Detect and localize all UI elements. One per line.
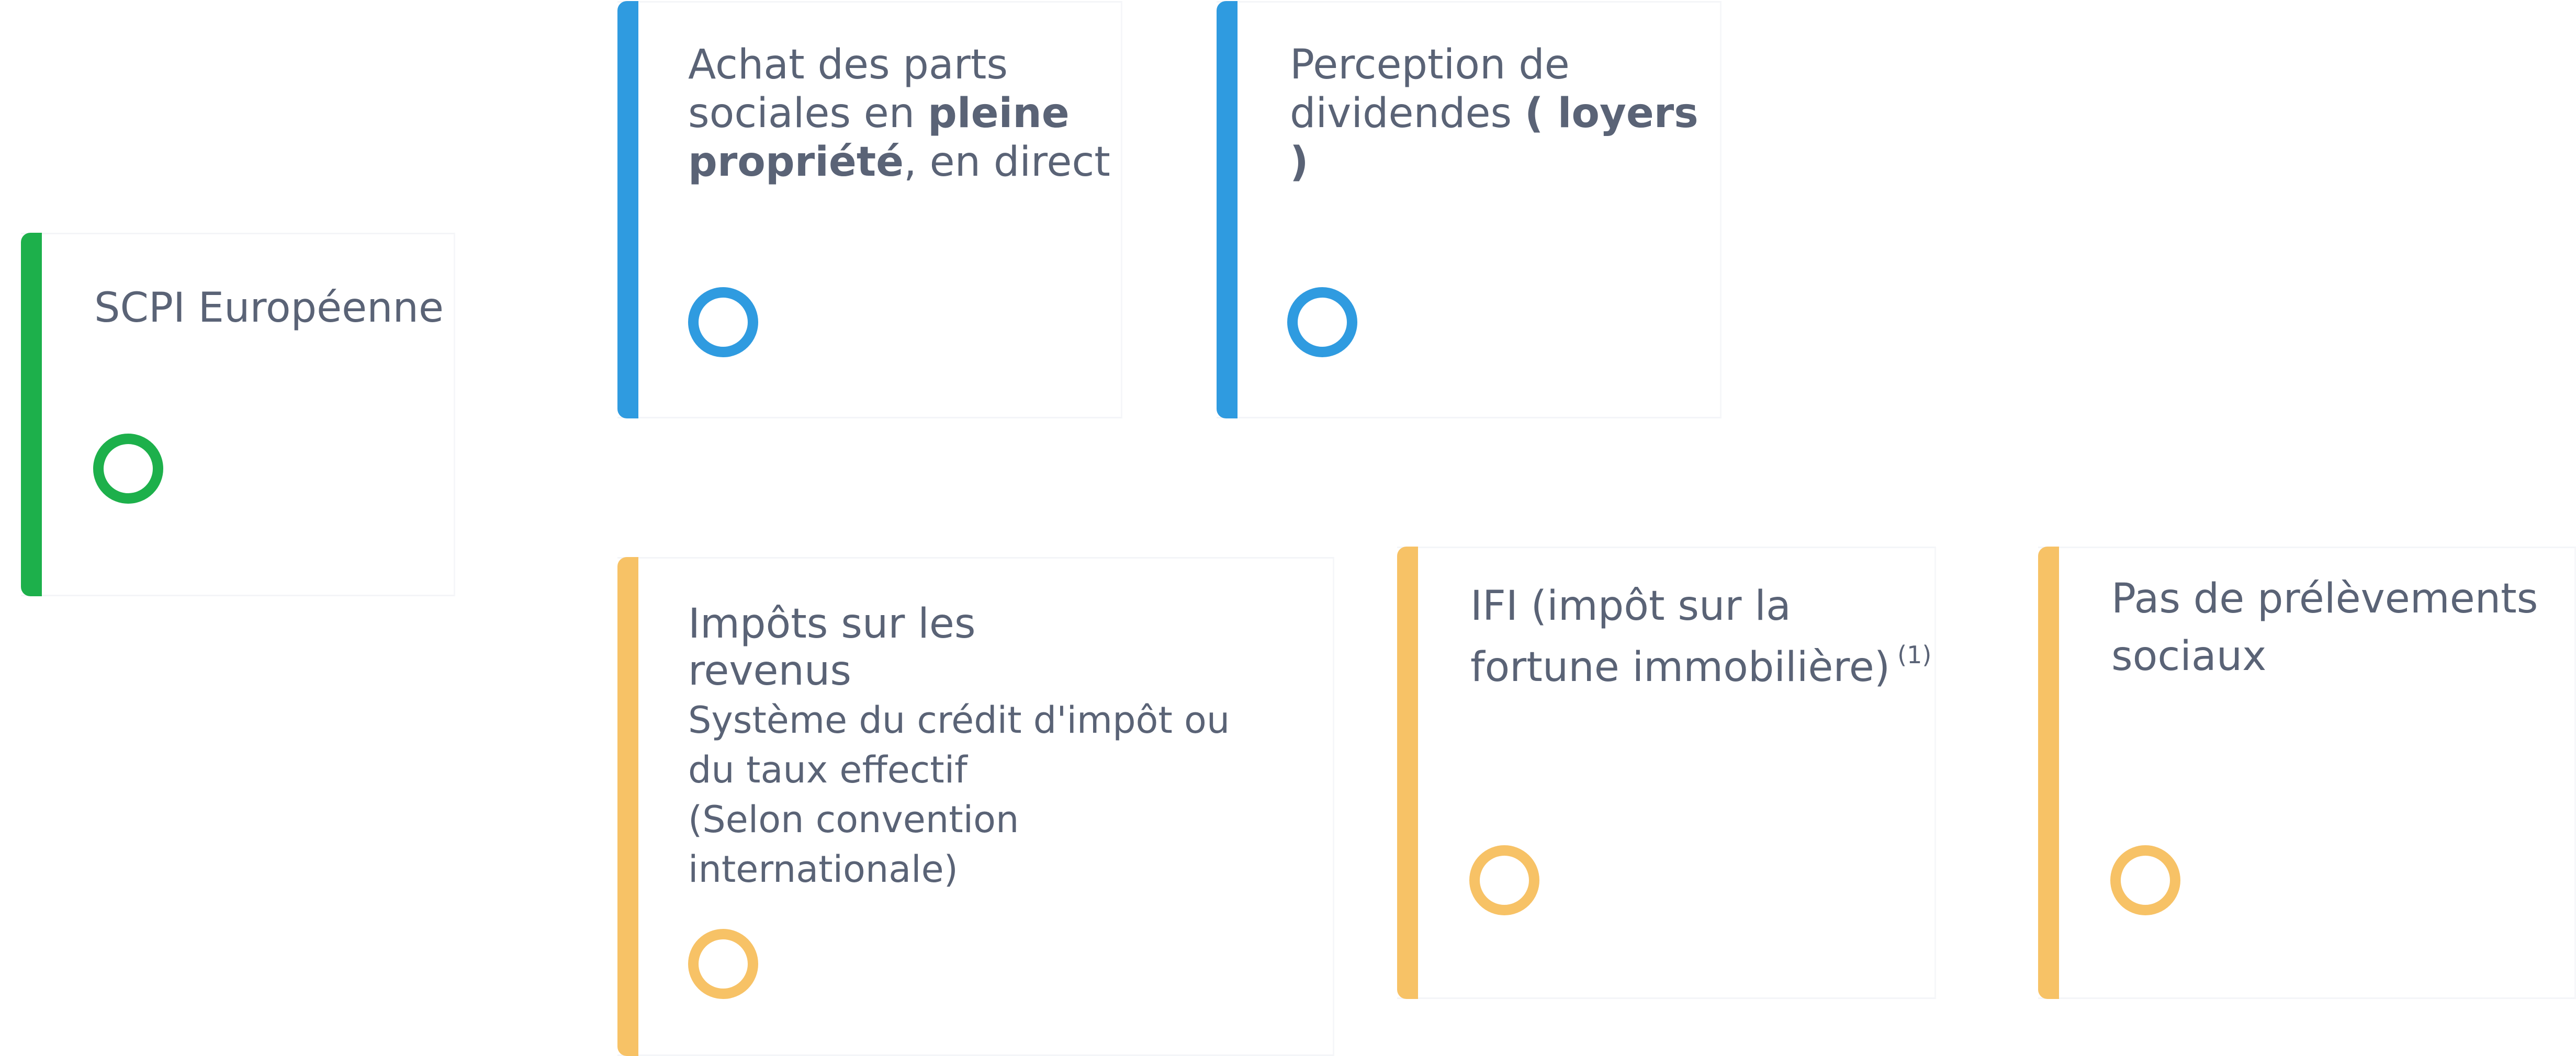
node-ifi-title-line-2: fortune immobilière) [1470, 644, 1891, 691]
node-achat-title-line-1: Achat des parts [688, 41, 1008, 88]
node-impots-description: Système du crédit d'impôt ou du taux eff… [688, 696, 1230, 894]
node-achat-parts: Achat des parts sociales en pleine propr… [617, 1, 1122, 418]
node-impots-desc-line-1: Système du crédit d'impôt ou [688, 699, 1230, 742]
node-scpi-europeenne: SCPI Européenne [21, 233, 455, 596]
node-impots-desc-line-3: (Selon convention [688, 798, 1019, 841]
node-achat-title-line-2b: pleine [928, 90, 1070, 137]
node-impots-title: Impôts sur les revenus [688, 600, 975, 695]
node-achat-title-line-3a: propriété [688, 139, 904, 186]
node-prelevements-title-line-2: sociaux [2111, 633, 2267, 680]
node-impots-title-line-2: revenus [688, 648, 851, 695]
node-prelevements-marker-icon [2110, 845, 2180, 915]
node-impots-marker-icon [688, 929, 758, 999]
node-prelevements-title-line-1: Pas de prélèvements [2111, 575, 2538, 622]
node-ifi-title: IFI (impôt sur la fortune immobilière)(1… [1470, 582, 1931, 692]
node-perception-title-line-2a: dividendes [1290, 90, 1525, 137]
node-prelevements-sociaux: Pas de prélèvements sociaux [2038, 547, 2576, 999]
node-ifi-marker-icon [1469, 845, 1539, 915]
node-ifi-footnote-ref: (1) [1897, 641, 1932, 669]
node-impots-revenus: Impôts sur les revenus Système du crédit… [617, 557, 1334, 1056]
node-achat-marker-icon [688, 287, 758, 357]
node-scpi-marker-icon [93, 434, 163, 504]
node-achat-title-line-2a: sociales en [688, 90, 928, 137]
node-prelevements-title: Pas de prélèvements sociaux [2111, 570, 2538, 685]
node-perception-marker-icon [1287, 287, 1357, 357]
node-scpi-title: SCPI Européenne [94, 285, 444, 332]
node-ifi: IFI (impôt sur la fortune immobilière)(1… [1397, 547, 1936, 999]
node-impots-desc-line-2: du taux effectif [688, 748, 968, 791]
node-achat-title: Achat des parts sociales en pleine propr… [688, 41, 1110, 187]
node-achat-title-line-3b: , en direct [904, 139, 1110, 186]
node-perception-title-line-2b: ( loyers ) [1290, 90, 1698, 186]
node-ifi-title-line-1: IFI (impôt sur la [1470, 583, 1791, 630]
node-impots-title-line-1: Impôts sur les [688, 600, 976, 648]
node-perception-title-line-1: Perception de [1290, 41, 1570, 88]
node-perception-dividendes: Perception de dividendes ( loyers ) [1217, 1, 1722, 418]
node-impots-desc-line-4: internationale) [688, 848, 958, 891]
node-perception-title: Perception de dividendes ( loyers ) [1290, 41, 1720, 187]
